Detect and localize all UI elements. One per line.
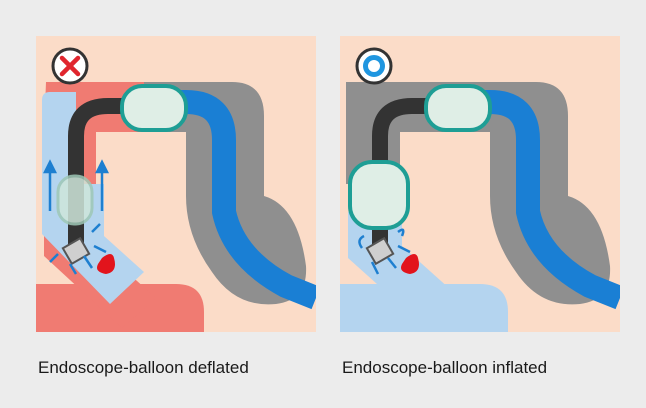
panel-inflated bbox=[340, 36, 620, 332]
cross-icon bbox=[50, 46, 90, 86]
caption-deflated: Endoscope-balloon deflated bbox=[38, 358, 249, 378]
caption-inflated: Endoscope-balloon inflated bbox=[342, 358, 547, 378]
endoscope-balloon-deflated bbox=[58, 176, 92, 224]
panel-deflated bbox=[36, 36, 316, 332]
circle-icon bbox=[354, 46, 394, 86]
endoscope-balloon-inflated bbox=[350, 162, 408, 228]
overtube-balloon bbox=[426, 86, 490, 130]
overtube-balloon bbox=[122, 86, 186, 130]
